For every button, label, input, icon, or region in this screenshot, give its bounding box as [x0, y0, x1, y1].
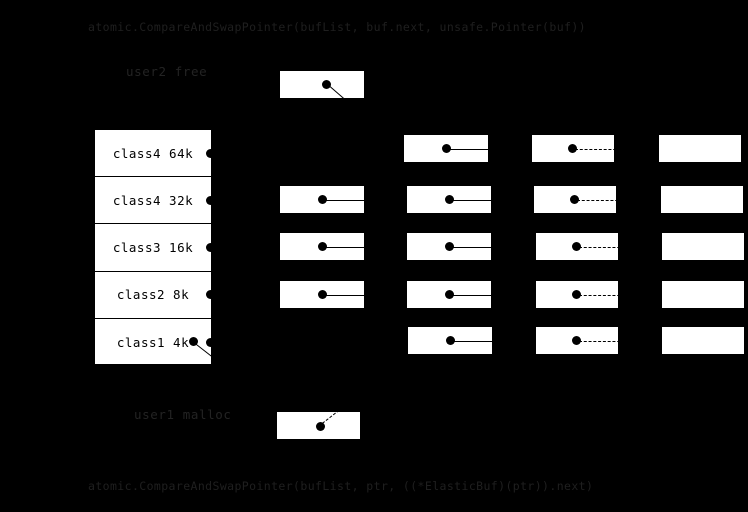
chain-node-r2c5	[660, 185, 744, 214]
chain-link-solid	[449, 149, 497, 150]
chain-node-dot	[572, 290, 581, 299]
label-user1-malloc: user1 malloc	[134, 407, 232, 422]
size-class-head-pointer-dot	[206, 195, 215, 205]
chain-node-dot	[568, 144, 577, 153]
chain-link-solid	[453, 341, 501, 342]
chain-node-dot	[318, 290, 327, 299]
size-class-label: class2 8k	[116, 287, 190, 303]
chain-link-dashdot	[579, 341, 625, 342]
size-class-head-pointer-dot	[206, 337, 215, 347]
size-class-head-pointer-dot	[206, 148, 215, 158]
user2-free-node-dot	[322, 80, 331, 89]
chain-node-r1c5	[658, 134, 742, 163]
chain-node-dot	[318, 195, 327, 204]
label-user2-free: user2 free	[126, 64, 208, 79]
size-class-head-pointer-dot	[206, 242, 215, 252]
size-class-head-pointer-dot	[206, 290, 215, 300]
code-line-bottom: atomic.CompareAndSwapPointer(bufList, pt…	[88, 479, 594, 493]
chain-node-dot	[442, 144, 451, 153]
chain-node-r3c5	[661, 232, 745, 261]
chain-node-dot	[318, 242, 327, 251]
chain-node-r3c2	[279, 232, 373, 261]
chain-node-r5c5	[661, 326, 745, 355]
size-class-label: class3 16k	[112, 239, 194, 255]
size-class-list: class4 64k class4 32k class3 16k class2 …	[94, 129, 215, 366]
chain-node-dot	[445, 195, 454, 204]
size-class-label: class4 64k	[112, 145, 194, 161]
chain-node-r1c4	[531, 134, 621, 163]
chain-node-r1c3	[403, 134, 497, 163]
chain-node-r2c3	[406, 185, 500, 214]
chain-node-r4c2	[279, 280, 373, 309]
size-class-label: class1 4k	[116, 334, 190, 350]
size-class-row-class4-64k[interactable]: class4 64k	[95, 130, 215, 178]
class1-inline-pointer-dot	[189, 337, 198, 346]
chain-node-dot	[446, 336, 455, 345]
chain-link-solid	[325, 295, 373, 296]
chain-node-dot	[445, 242, 454, 251]
chain-node-r4c3	[406, 280, 500, 309]
chain-link-solid	[452, 247, 500, 248]
size-class-label: class4 32k	[112, 192, 194, 208]
user1-malloc-node-dot	[316, 422, 325, 431]
chain-link-dashdot	[579, 247, 625, 248]
user2-free-node-box	[279, 70, 365, 99]
chain-node-r3c4	[535, 232, 625, 261]
chain-node-dot	[570, 195, 579, 204]
chain-link-solid	[325, 247, 373, 248]
chain-node-r5c3	[407, 326, 501, 355]
size-class-row-class2-8k[interactable]: class2 8k	[95, 272, 215, 319]
chain-node-r5c4	[535, 326, 625, 355]
chain-node-dot	[572, 242, 581, 251]
chain-link-dashdot	[575, 149, 621, 150]
chain-node-r3c3	[406, 232, 500, 261]
size-class-row-class1-4k[interactable]: class1 4k	[95, 319, 215, 366]
chain-node-r2c2	[279, 185, 373, 214]
user1-malloc-node-box	[276, 411, 361, 440]
size-class-row-class3-16k[interactable]: class3 16k	[95, 224, 215, 272]
chain-link-dashdot	[577, 200, 623, 201]
chain-node-dot	[572, 336, 581, 345]
chain-node-r4c5	[661, 280, 745, 309]
chain-node-r2c4	[533, 185, 623, 214]
size-class-row-class4-32k[interactable]: class4 32k	[95, 177, 215, 225]
chain-link-solid	[452, 200, 500, 201]
chain-node-r4c4	[535, 280, 625, 309]
chain-node-dot	[445, 290, 454, 299]
chain-link-dashdot	[579, 295, 625, 296]
chain-link-solid	[325, 200, 373, 201]
code-line-top: atomic.CompareAndSwapPointer(bufList, bu…	[88, 20, 587, 34]
chain-link-solid	[452, 295, 500, 296]
